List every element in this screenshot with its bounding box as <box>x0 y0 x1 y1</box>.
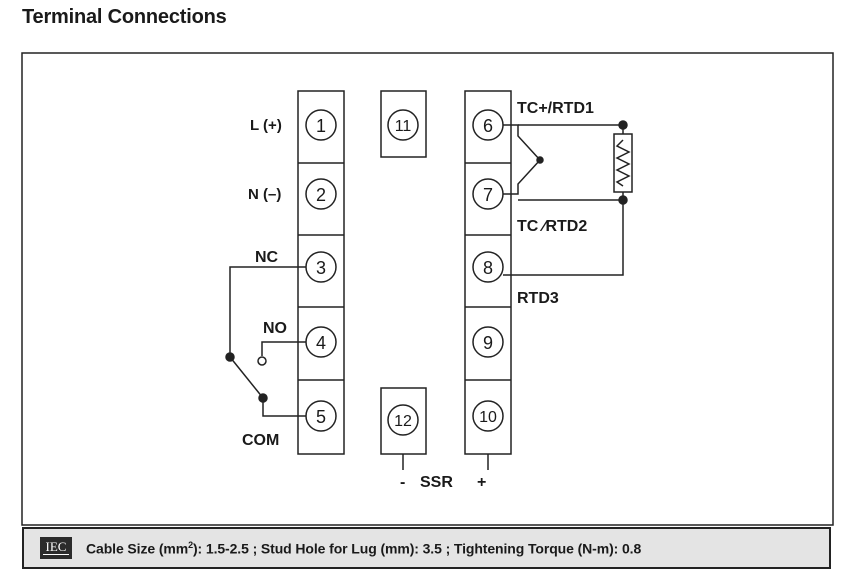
iec-logo-icon: IEC <box>40 537 72 559</box>
cable-spec-prefix: Cable Size (mm <box>86 540 189 557</box>
diagram-frame <box>21 52 834 526</box>
terminal-11-label: 11 <box>395 118 412 135</box>
cable-spec-sup: 2 <box>188 539 193 550</box>
cable-spec-footer: IEC Cable Size (mm2): 1.5-2.5 ; Stud Hol… <box>22 527 831 569</box>
terminal-10-label: 10 <box>479 409 497 426</box>
terminal-block-left <box>297 90 345 455</box>
terminal-block-11 <box>380 90 427 158</box>
terminal-9-label: 9 <box>483 333 493 353</box>
terminal-1-label: 1 <box>316 116 326 136</box>
ssr-label: SSR <box>420 474 453 491</box>
terminal-9: 9 <box>472 326 504 358</box>
terminal-6-label: 6 <box>483 116 493 136</box>
label-no: NO <box>263 320 287 337</box>
terminal-4-label: 4 <box>316 333 326 353</box>
terminal-4: 4 <box>305 326 337 358</box>
terminal-1: 1 <box>305 109 337 141</box>
terminal-12-label: 12 <box>394 413 412 430</box>
terminal-3: 3 <box>305 251 337 283</box>
ssr-minus-label: - <box>400 474 405 491</box>
terminal-8: 8 <box>472 251 504 283</box>
label-tc-minus: TC ∕RTD2 <box>517 218 587 235</box>
terminal-5-label: 5 <box>316 407 326 427</box>
terminal-7-label: 7 <box>483 185 493 205</box>
ssr-plus-label: + <box>477 474 486 491</box>
ssr-leads <box>402 454 489 470</box>
label-neutral: N (–) <box>248 186 281 203</box>
terminal-6: 6 <box>472 109 504 141</box>
terminal-8-label: 8 <box>483 258 493 278</box>
terminal-5: 5 <box>305 400 337 432</box>
label-line: L (+) <box>250 117 282 134</box>
terminal-3-label: 3 <box>316 258 326 278</box>
relay-switch-icon <box>225 266 306 417</box>
terminal-12: 12 <box>387 404 419 436</box>
resistor-icon <box>613 125 633 200</box>
label-nc: NC <box>255 249 279 266</box>
rtd-wiring <box>503 120 628 276</box>
terminal-2: 2 <box>305 178 337 210</box>
label-tc-plus: TC+/RTD1 <box>517 100 594 117</box>
terminal-10: 10 <box>472 400 504 432</box>
label-rtd3: RTD3 <box>517 290 559 307</box>
cable-spec-text: Cable Size (mm2): 1.5-2.5 ; Stud Hole fo… <box>86 540 641 557</box>
terminal-11: 11 <box>387 109 419 141</box>
terminal-2-label: 2 <box>316 185 326 205</box>
thermocouple-icon <box>503 124 544 195</box>
cable-spec-suffix: ): 1.5-2.5 ; Stud Hole for Lug (mm): 3.5… <box>192 540 642 557</box>
terminal-7: 7 <box>472 178 504 210</box>
page-title: Terminal Connections <box>22 6 227 28</box>
label-com: COM <box>242 432 279 449</box>
